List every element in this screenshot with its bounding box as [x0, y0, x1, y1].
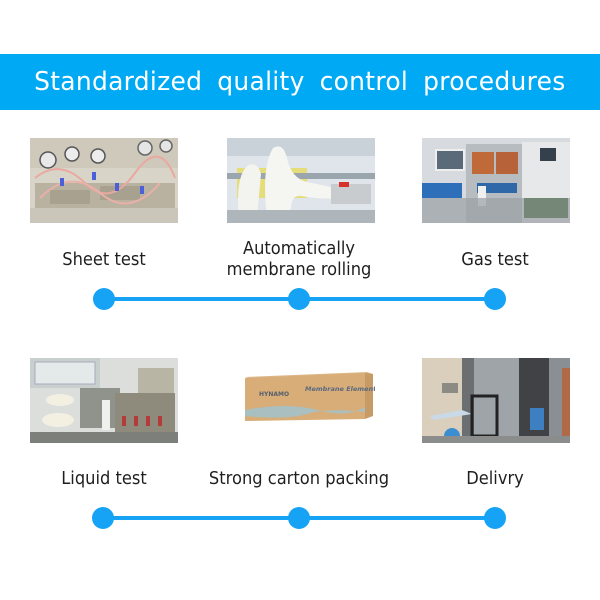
carton-box-photo: HYNAMO Membrane Element — [227, 358, 375, 443]
timeline-dot-liquid-test — [92, 507, 114, 529]
timeline-dot-membrane-rolling — [288, 288, 310, 310]
timeline-dot-delivery — [484, 507, 506, 529]
step-label-membrane-rolling: Automatically membrane rolling — [208, 239, 390, 281]
delivery-photo — [422, 358, 570, 443]
sheet-test-photo — [30, 138, 178, 223]
step-label-line: Automatically — [242, 239, 356, 259]
timeline-dot-carton-packing — [288, 507, 310, 529]
carton-brand-text: HYNAMO — [259, 391, 289, 398]
gas-test-photo — [422, 138, 570, 223]
page-title: Standardized quality control procedures — [34, 67, 566, 97]
timeline-row-2 — [0, 506, 600, 530]
step-label-liquid-test: Liquid test — [61, 469, 147, 489]
timeline-row-1 — [0, 287, 600, 311]
step-label-delivery: Delivry — [466, 469, 524, 489]
carton-product-text: Membrane Element — [305, 385, 375, 393]
step-label-gas-test: Gas test — [461, 250, 529, 270]
title-banner: Standardized quality control procedures — [0, 54, 600, 110]
step-label-carton-packing: Strong carton packing — [208, 469, 390, 489]
timeline-dot-sheet-test — [93, 288, 115, 310]
step-label-line: membrane rolling — [226, 260, 372, 280]
step-label-sheet-test: Sheet test — [62, 250, 146, 270]
liquid-test-photo — [30, 358, 178, 443]
membrane-rolling-photo — [227, 138, 375, 223]
timeline-dot-gas-test — [484, 288, 506, 310]
